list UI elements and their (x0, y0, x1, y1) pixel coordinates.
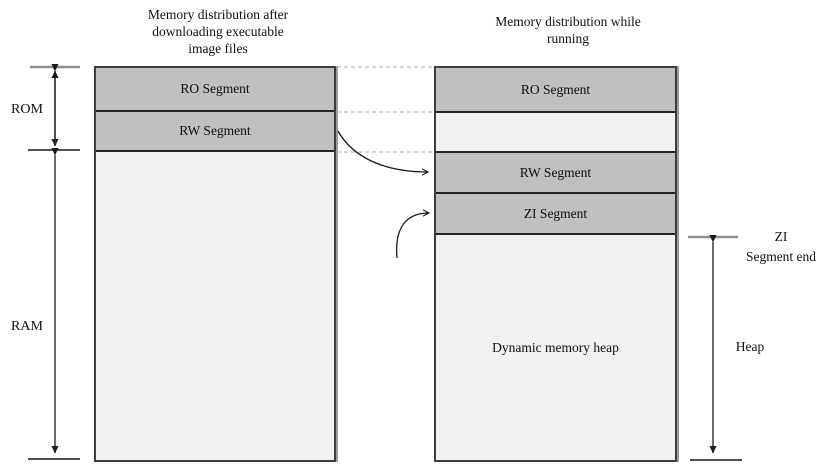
zi-end-line-1: ZI (774, 229, 788, 244)
ram-label: RAM (11, 319, 43, 334)
right-title-line-2: running (547, 31, 589, 46)
right-dynamic-heap-region: Dynamic memory heap (436, 235, 675, 460)
zi-create-arrow (395, 209, 431, 259)
right-column-title: Memory distribution while running (448, 13, 688, 47)
right-ro-segment: RO Segment (436, 68, 675, 113)
zi-end-line-2: Segment end (745, 249, 817, 264)
right-memory-column: RO Segment RW Segment ZI Segment Dynamic… (434, 66, 677, 462)
right-empty-gap-region (436, 113, 675, 153)
left-empty-ram-region (96, 152, 334, 460)
right-title-line-1: Memory distribution while (495, 14, 641, 29)
zi-segment-end-label: ZI Segment end (721, 227, 829, 267)
left-column-title: Memory distribution after downloading ex… (98, 6, 338, 57)
right-rw-segment: RW Segment (436, 153, 675, 194)
left-title-line-3: image files (188, 41, 248, 56)
left-title-line-2: downloading executable (152, 24, 284, 39)
rom-label: ROM (11, 102, 43, 117)
heap-label: Heap (735, 339, 765, 354)
left-rw-segment: RW Segment (96, 112, 334, 152)
dashed-correspondence-lines (337, 66, 434, 153)
left-title-line-1: Memory distribution after (147, 7, 289, 22)
left-memory-column: RO Segment RW Segment (94, 66, 336, 462)
rw-copy-arrow (337, 130, 430, 176)
left-ro-segment: RO Segment (96, 68, 334, 112)
right-zi-segment: ZI Segment (436, 194, 675, 235)
